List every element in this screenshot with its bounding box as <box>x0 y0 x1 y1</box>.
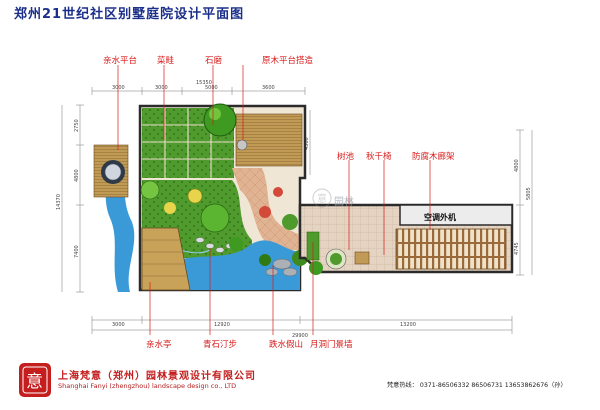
shrub-7 <box>259 254 271 266</box>
dim-bottom-3: 13200 <box>400 322 416 328</box>
watermark-logo: 意 <box>312 188 332 208</box>
company-name-en: Shanghai Fanyi (zhengzhou) landscape des… <box>58 382 237 390</box>
label-vegetable-beds: 菜畦 <box>157 56 175 66</box>
label-wood-platform: 原木平台搭造 <box>262 56 314 66</box>
feature-tree <box>203 103 237 137</box>
dim-left-2: 4800 <box>74 169 80 182</box>
svg-text:意: 意 <box>317 192 327 205</box>
ac-unit-label: 空调外机 <box>424 213 456 222</box>
shrub-8 <box>309 261 323 275</box>
flower-2 <box>273 187 283 197</box>
label-water-platform: 亲水平台 <box>103 56 138 66</box>
rockery <box>265 258 298 277</box>
shrub-5 <box>282 214 298 230</box>
dim-left-1: 2750 <box>74 119 80 132</box>
swing-chair <box>354 251 370 265</box>
ac-unit-area <box>399 204 513 226</box>
contact-hotline: 梵意热线： 0371-86506332 86506731 13653862676… <box>387 382 567 389</box>
dim-bottom-1: 3000 <box>112 322 125 328</box>
dim-top-2: 3000 <box>155 85 168 91</box>
page-title: 郑州21世纪社区别墅庭院设计平面图 <box>14 7 245 22</box>
millstone <box>236 139 248 151</box>
label-swing-chair: 秋千椅 <box>366 152 392 162</box>
dim-right-a: 4300 <box>304 137 310 150</box>
stepping-stones <box>195 237 235 253</box>
shrub-3 <box>229 237 243 251</box>
dim-bottom-total: 29900 <box>292 333 308 339</box>
dim-bottom-2: 12920 <box>214 322 230 328</box>
label-moon-gate-wall: 月洞门景墙 <box>310 340 353 350</box>
tree-center <box>200 203 230 233</box>
label-wood-pergola: 防腐木廊架 <box>412 152 455 162</box>
dim-top-1: 3000 <box>112 85 125 91</box>
dim-top-3: 5000 <box>205 85 218 91</box>
dim-right-2: 4745 <box>514 242 520 255</box>
label-rockery: 跌水假山 <box>269 340 304 350</box>
watermark-text: 园林 <box>334 197 354 208</box>
shrub-4 <box>164 202 176 214</box>
pond-south <box>170 240 300 290</box>
dim-top-total: 15350 <box>196 80 212 86</box>
label-millstone: 石磨 <box>205 56 223 66</box>
company-name-cn: 上海梵意（郑州）园林景观设计有限公司 <box>58 371 256 382</box>
label-stepping-stones: 青石汀步 <box>203 340 238 350</box>
company-logo: 意 <box>19 363 51 397</box>
shrub-2 <box>187 188 203 204</box>
waterside-pavilion <box>141 227 191 291</box>
wood-pergola <box>395 228 507 270</box>
label-waterside-pavilion: 亲水亭 <box>146 340 172 350</box>
dim-right-1: 4800 <box>514 159 520 172</box>
dim-top-4: 3600 <box>262 85 275 91</box>
shrub-1 <box>140 180 160 200</box>
dim-right-total: 5805 <box>526 187 532 200</box>
wood-platform <box>235 113 303 167</box>
dim-left-3: 7400 <box>74 245 80 258</box>
svg-text:意: 意 <box>26 372 43 392</box>
flower-1 <box>259 206 271 218</box>
label-tree-pit: 树池 <box>337 152 355 162</box>
dim-left-total: 14370 <box>56 194 62 210</box>
